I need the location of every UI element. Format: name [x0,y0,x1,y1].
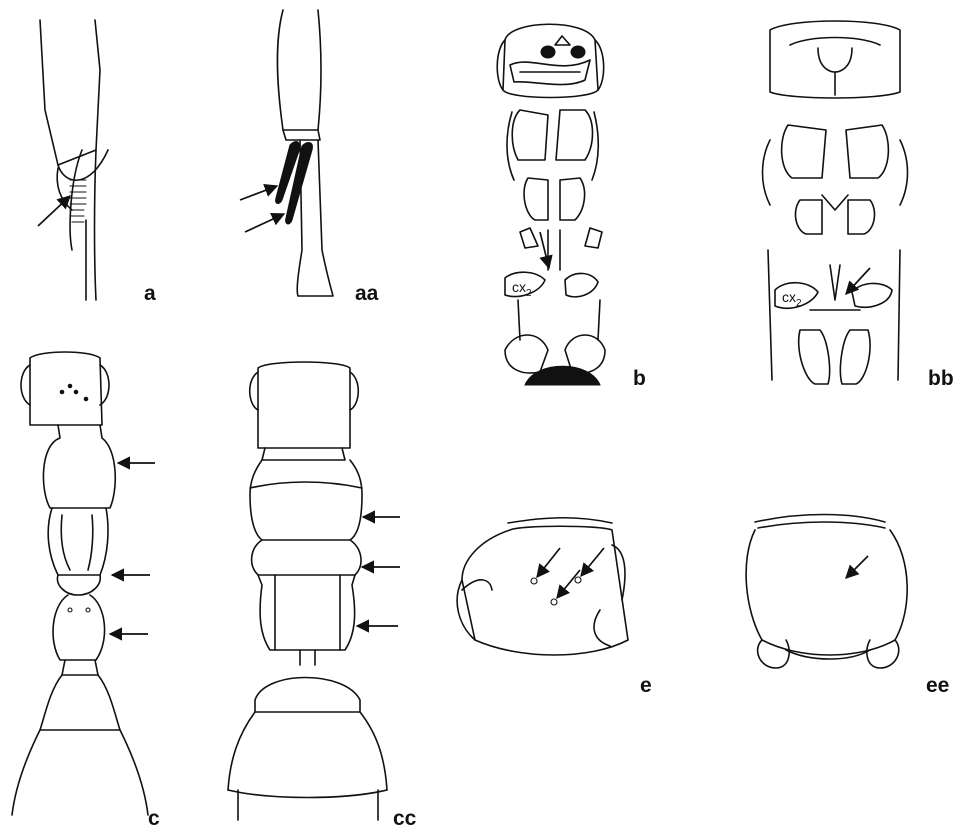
panel-c-drawing [12,352,155,815]
panel-aa-drawing [240,10,333,296]
panel-bb-drawing: cx2 [763,21,908,384]
panel-label-c: c [148,807,160,830]
panel-a-drawing [38,20,108,300]
panel-label-ee: ee [926,674,949,697]
arrow-aa-upper [240,186,277,200]
panel-label-e: e [640,674,652,697]
arrow-a [38,196,70,226]
arrow-e-1 [537,548,560,577]
arrow-e-3 [557,570,580,598]
panel-label-bb: bb [928,367,954,390]
panel-label-aa: aa [355,282,379,305]
arrow-ee [846,556,868,578]
arrow-bb [846,268,870,294]
arrow-aa-lower [245,214,284,232]
arrow-e-2 [581,548,604,576]
panel-label-a: a [144,282,156,305]
coxa-label-bb: cx2 [782,289,802,309]
panel-b-drawing: cx2 [497,24,605,385]
panel-label-cc: cc [393,807,417,830]
panel-e-drawing [457,518,628,655]
panel-label-b: b [633,367,646,390]
panel-cc-drawing [228,362,400,820]
panel-ee-drawing [746,515,907,669]
